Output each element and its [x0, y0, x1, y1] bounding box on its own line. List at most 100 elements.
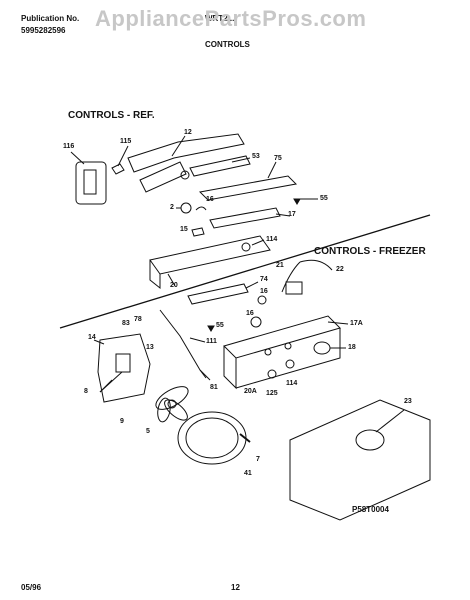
part-2-knob	[180, 202, 192, 214]
callout-7: 7	[256, 456, 260, 463]
callout-2: 2	[170, 204, 174, 211]
callout-53: 53	[252, 153, 260, 160]
page-title: CONTROLS	[205, 40, 250, 49]
part-16c-knob	[250, 316, 262, 328]
leader-12	[171, 135, 186, 157]
part-7-shroud-inner	[185, 417, 239, 459]
callout-17a: 17A	[350, 320, 363, 327]
leader-75	[267, 161, 277, 179]
part-17-plate	[209, 207, 281, 229]
section-title-ref: CONTROLS - REF.	[68, 110, 155, 121]
part-21-thermostat	[285, 281, 303, 295]
part-116-switch-plate	[75, 161, 107, 205]
callout-20a: 20A	[244, 388, 257, 395]
part-74-plate	[187, 283, 249, 305]
callout-114a: 114	[266, 236, 278, 243]
part-116-switch-slot	[83, 169, 97, 195]
callout-17: 17	[288, 211, 296, 218]
part-111-wire	[159, 309, 207, 379]
callout-20: 20	[170, 282, 178, 289]
callout-23: 23	[404, 398, 412, 405]
part-114-nut	[241, 242, 251, 252]
callout-15: 15	[180, 226, 188, 233]
callout-18: 18	[348, 344, 356, 351]
callout-9: 9	[120, 418, 124, 425]
callout-83: 83	[122, 320, 130, 327]
callout-8: 8	[84, 388, 88, 395]
part-20-side	[149, 260, 161, 290]
callout-21: 21	[276, 262, 284, 269]
model-number: WRT2...	[205, 14, 235, 23]
footer-date: 05/96	[21, 583, 42, 592]
callout-55a: 55	[320, 195, 328, 202]
publication-label: Publication No.	[21, 14, 80, 23]
section-divider-line	[59, 214, 431, 329]
callout-14: 14	[88, 334, 96, 341]
leader-53	[231, 157, 251, 163]
callout-111: 111	[206, 338, 217, 345]
callout-41: 41	[244, 470, 252, 477]
leader-17	[275, 213, 291, 217]
part-17a-hole-1	[264, 348, 272, 356]
callout-115: 115	[120, 138, 132, 145]
part-55-screw	[293, 198, 301, 205]
part-81-clip	[199, 369, 211, 381]
page-number: 12	[231, 583, 240, 592]
leader-74	[245, 281, 259, 289]
callout-22: 22	[336, 266, 344, 273]
section-title-freezer: CONTROLS - FREEZER	[314, 246, 426, 257]
callout-125: 125	[266, 390, 278, 397]
part-15-bracket	[191, 227, 205, 237]
part-115-clip	[111, 163, 125, 175]
part-17a-hole-2	[284, 342, 292, 350]
callout-55b: 55	[216, 322, 224, 329]
diagram-code: P58T0004	[352, 505, 389, 514]
leader-8b	[99, 371, 123, 393]
part-5-fan-blade	[155, 386, 189, 423]
watermark: AppliancePartsPros.com	[95, 6, 367, 31]
callout-75: 75	[274, 155, 282, 162]
callout-16b: 16	[260, 288, 268, 295]
part-7-shroud	[177, 411, 247, 465]
part-21-wire	[281, 261, 301, 293]
part-12-housing	[127, 133, 245, 173]
cabinet-outline	[289, 399, 431, 521]
part-53-panel	[189, 155, 251, 177]
leader-114a	[251, 239, 265, 246]
part-125-bushing	[267, 369, 277, 379]
part-18-knob	[313, 341, 331, 355]
part-75-strip	[198, 175, 298, 201]
part-20-housing	[149, 235, 271, 275]
callout-5: 5	[146, 428, 150, 435]
part-114b-nut	[285, 359, 295, 369]
callout-74: 74	[260, 276, 268, 283]
part-16-spring	[195, 206, 207, 211]
part-17a-side	[223, 346, 237, 390]
part-41-screw	[239, 433, 251, 443]
part-14-bracket	[97, 333, 151, 403]
leader-116	[70, 151, 85, 165]
leader-20	[167, 273, 176, 287]
callout-81: 81	[210, 384, 218, 391]
leader-23	[375, 409, 405, 433]
leader-111	[189, 337, 206, 343]
leader-115	[117, 145, 129, 167]
callout-16a: 16	[206, 196, 214, 203]
callout-13: 13	[146, 344, 154, 351]
publication-number: 5995282596	[21, 26, 66, 35]
part-23-light	[355, 429, 385, 451]
part-22-cord	[299, 259, 333, 271]
part-12-knob-hole	[180, 170, 190, 180]
part-55b-screw	[207, 325, 215, 332]
callout-114b: 114	[286, 380, 298, 387]
part-12-front	[139, 161, 187, 193]
part-13-motor	[115, 353, 131, 373]
callout-116: 116	[63, 143, 75, 150]
part-17a-housing	[223, 315, 341, 359]
part-17a-bottom	[235, 328, 341, 389]
leader-17a	[327, 321, 349, 325]
leader-14	[93, 339, 105, 345]
part-16-knob	[257, 295, 267, 305]
callout-12: 12	[184, 129, 192, 136]
